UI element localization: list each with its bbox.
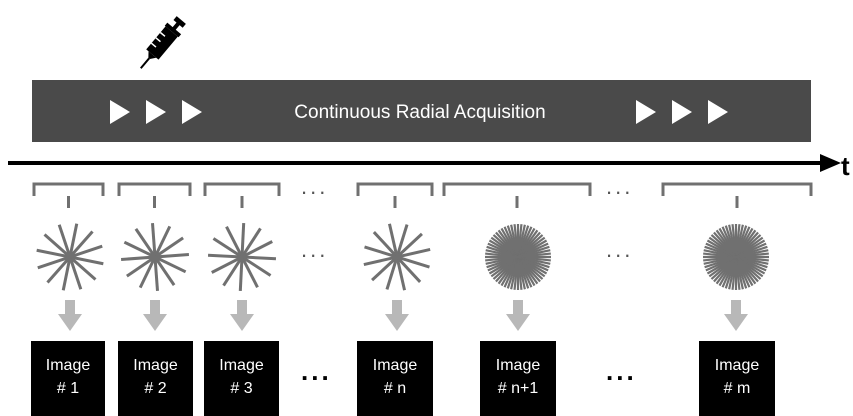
image-frame-title: Image xyxy=(372,357,418,374)
image-frame-m: Image # m xyxy=(699,341,775,416)
banner-label: Continuous Radial Acquisition xyxy=(294,102,546,123)
time-axis-label: t xyxy=(841,151,850,181)
image-frame-title: Image xyxy=(714,357,760,374)
image-frame-n-plus-1: Image # n+1 xyxy=(480,341,556,416)
image-frame-title: Image xyxy=(219,357,264,374)
radial-spoke-patterns xyxy=(36,222,769,292)
image-frame-title: Image xyxy=(45,357,91,374)
image-frame-title: Image xyxy=(133,357,178,374)
frame-bracket xyxy=(117,182,192,208)
k-space-spoke xyxy=(37,244,103,270)
down-arrow-icon xyxy=(230,300,254,331)
image-frame-number: # n xyxy=(383,380,407,397)
spoke-ellipsis-1: ... xyxy=(301,237,329,262)
image-frame-1: Image # 1 xyxy=(31,341,105,416)
spoke-ellipsis-2: ... xyxy=(606,237,634,262)
down-arrow-icon xyxy=(385,300,409,331)
frame-bracket xyxy=(32,182,105,208)
reconstruction-arrows xyxy=(58,300,748,331)
sparse-radial-pattern xyxy=(120,222,190,292)
image-frame-number: # m xyxy=(723,380,751,397)
k-space-spoke xyxy=(363,247,431,267)
image-ellipsis-2: ... xyxy=(606,356,637,386)
syringe-icon xyxy=(140,16,186,69)
frame-bracket xyxy=(442,182,592,208)
down-arrow-icon xyxy=(724,300,748,331)
k-space-spoke xyxy=(211,240,273,274)
sparse-radial-pattern xyxy=(36,223,104,291)
image-frame-number: # 3 xyxy=(230,380,253,397)
bracket-ellipsis-2: ... xyxy=(606,174,634,199)
image-frame-number: # 2 xyxy=(144,380,167,397)
k-space-spoke xyxy=(485,252,551,262)
frame-brackets xyxy=(32,182,813,208)
frame-bracket xyxy=(203,182,281,208)
play-arrows-right xyxy=(636,100,728,124)
frame-bracket xyxy=(661,182,813,208)
image-frame-number: # n+1 xyxy=(497,380,539,397)
down-arrow-icon xyxy=(58,300,82,331)
down-arrow-icon xyxy=(506,300,530,331)
frame-bracket xyxy=(356,182,434,208)
bracket-ellipsis-1: ... xyxy=(301,174,329,199)
image-frame-title: Image xyxy=(495,357,541,374)
dense-radial-pattern xyxy=(485,224,551,290)
image-ellipsis-1: ... xyxy=(301,356,332,386)
down-arrow-icon xyxy=(143,300,167,331)
image-frame-n: Image # n xyxy=(357,341,433,416)
time-axis-arrowhead xyxy=(820,154,841,172)
image-frame-3: Image # 3 xyxy=(204,341,279,416)
image-frame-number: # 1 xyxy=(56,380,80,397)
play-arrows-left xyxy=(110,100,202,124)
sparse-radial-pattern xyxy=(363,223,431,291)
dense-radial-pattern xyxy=(703,224,769,290)
sparse-radial-pattern xyxy=(207,222,277,292)
image-frame-2: Image # 2 xyxy=(118,341,193,416)
k-space-spoke xyxy=(120,253,190,261)
k-space-spoke xyxy=(703,252,769,262)
